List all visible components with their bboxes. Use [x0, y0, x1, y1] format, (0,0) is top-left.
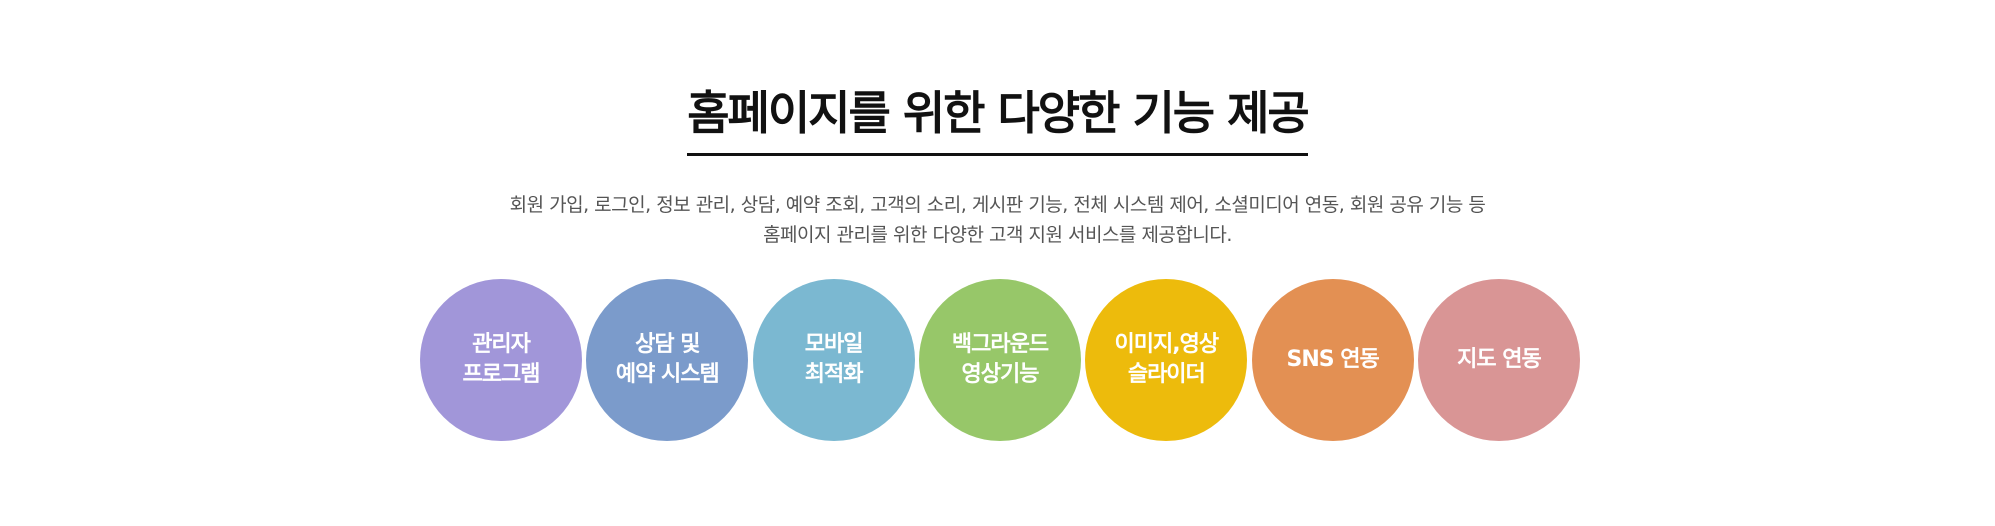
feature-label-line-1: 모바일	[804, 332, 864, 357]
feature-label-line-1: 백그라운드	[951, 332, 1049, 357]
feature-circle-admin-program[interactable]: 관리자 프로그램	[420, 279, 582, 441]
feature-label-line-2: 예약 시스템	[615, 362, 720, 387]
feature-circles: 관리자 프로그램 상담 및 예약 시스템 모바일 최적화 백그라운드 영상기능 …	[420, 279, 1580, 443]
description-line-2: 홈페이지 관리를 위한 다양한 고객 지원 서비스를 제공합니다.	[763, 224, 1232, 246]
feature-label-line-1: 관리자	[472, 332, 531, 357]
description-line-1: 회원 가입, 로그인, 정보 관리, 상담, 예약 조회, 고객의 소리, 게시…	[509, 194, 1486, 216]
feature-circle-consult-reservation[interactable]: 상담 및 예약 시스템	[586, 279, 749, 441]
title-wrap: 홈페이지를 위한 다양한 기능 제공	[0, 88, 1995, 156]
feature-label-line-2: 슬라이더	[1127, 362, 1206, 387]
feature-label-line-1: 이미지,영상	[1114, 332, 1220, 357]
feature-label-line-1: SNS 연동	[1286, 347, 1380, 372]
feature-label-line-2: 프로그램	[462, 362, 541, 387]
feature-circle-mobile-optimization[interactable]: 모바일 최적화	[752, 279, 915, 441]
feature-circle-image-video-slider[interactable]: 이미지,영상 슬라이더	[1085, 279, 1248, 441]
section-title: 홈페이지를 위한 다양한 기능 제공	[687, 88, 1310, 156]
feature-label-line-2: 영상기능	[961, 362, 1040, 387]
feature-circle-sns-integration[interactable]: SNS 연동	[1251, 279, 1414, 441]
feature-circle-background-video[interactable]: 백그라운드 영상기능	[918, 279, 1081, 441]
feature-circle-map-integration[interactable]: 지도 연동	[1417, 279, 1580, 441]
feature-label-line-1: 지도 연동	[1457, 347, 1542, 372]
section-description: 회원 가입, 로그인, 정보 관리, 상담, 예약 조회, 고객의 소리, 게시…	[0, 190, 1995, 250]
feature-label-line-2: 최적화	[804, 362, 864, 387]
feature-label-line-1: 상담 및	[635, 332, 700, 357]
